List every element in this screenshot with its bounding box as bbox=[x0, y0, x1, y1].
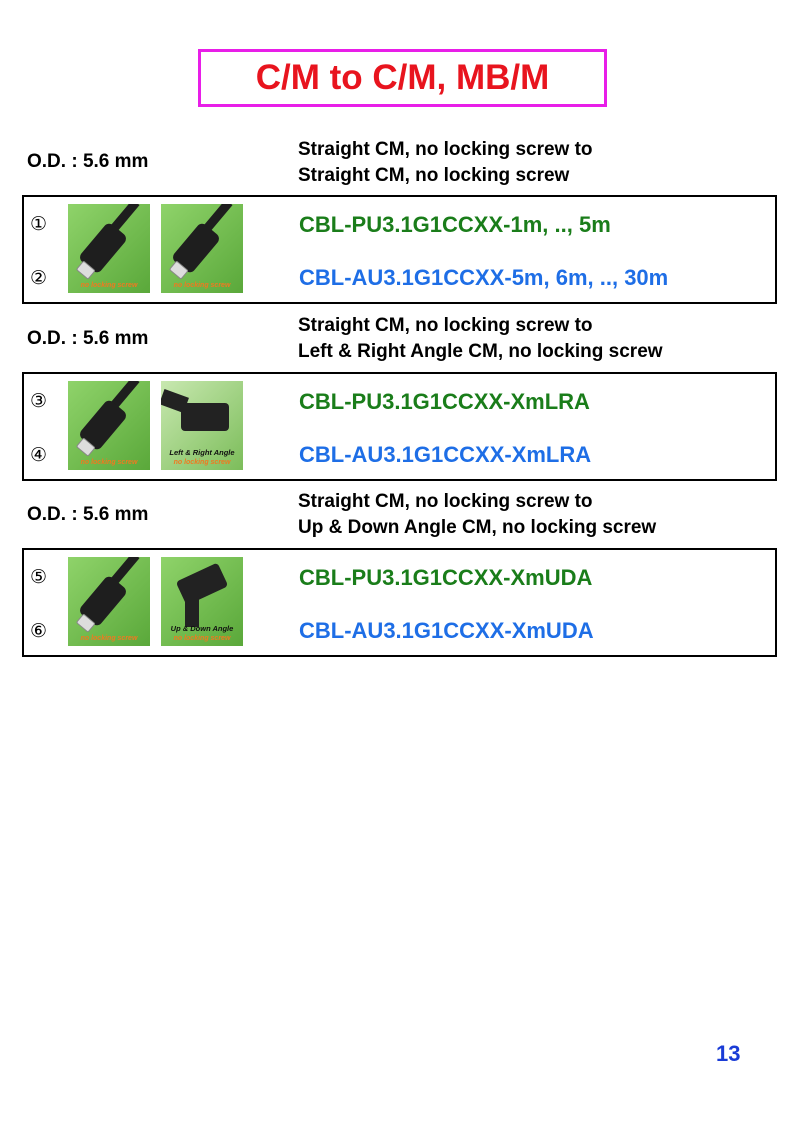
outer-diameter-label: O.D. : 5.6 mm bbox=[27, 328, 149, 349]
straight-connector-image: no locking screw bbox=[68, 381, 150, 470]
image-title: Up & Down Angle bbox=[170, 624, 234, 633]
part-code: CBL-PU3.1G1CCXX-XmUDA bbox=[299, 565, 593, 590]
image-caption: no locking screw bbox=[173, 635, 231, 642]
description-line: Straight CM, no locking screw to bbox=[298, 139, 593, 160]
product-box: ① ② no locking screw no locking screw CB… bbox=[22, 195, 777, 304]
item-number: ② bbox=[30, 267, 48, 289]
right-angle-connector-image: Left & Right Angle no locking screw bbox=[161, 381, 243, 470]
straight-connector-image: no locking screw bbox=[161, 204, 243, 293]
description-line: Left & Right Angle CM, no locking screw bbox=[298, 341, 663, 362]
image-caption: no locking screw bbox=[80, 282, 138, 289]
page-title: C/M to C/M, MB/M bbox=[198, 49, 607, 107]
product-box: ⑤ ⑥ no locking screw Up & Down Angle no l… bbox=[22, 548, 777, 657]
part-code: CBL-AU3.1G1CCXX-XmUDA bbox=[299, 618, 594, 643]
section-description: Straight CM, no locking screw to Up & Do… bbox=[298, 489, 656, 541]
image-title: Left & Right Angle bbox=[169, 448, 235, 457]
item-number: ① bbox=[30, 213, 48, 235]
outer-diameter-label: O.D. : 5.6 mm bbox=[27, 151, 149, 172]
outer-diameter-label: O.D. : 5.6 mm bbox=[27, 504, 149, 525]
item-number: ④ bbox=[30, 444, 48, 466]
straight-connector-image: no locking screw bbox=[68, 557, 150, 646]
up-down-angle-connector-image: Up & Down Angle no locking screw bbox=[161, 557, 243, 646]
image-caption: no locking screw bbox=[80, 635, 138, 642]
description-line: Straight CM, no locking screw bbox=[298, 165, 570, 186]
item-number: ⑤ bbox=[30, 566, 48, 588]
page-number: 13 bbox=[716, 1041, 741, 1066]
part-code: CBL-AU3.1G1CCXX-XmLRA bbox=[299, 442, 592, 467]
straight-connector-image: no locking screw bbox=[68, 204, 150, 293]
section-description: Straight CM, no locking screw to Left & … bbox=[298, 313, 663, 365]
description-line: Straight CM, no locking screw to bbox=[298, 315, 593, 336]
part-code: CBL-AU3.1G1CCXX-5m, 6m, .., 30m bbox=[299, 265, 669, 290]
section-description: Straight CM, no locking screw to Straigh… bbox=[298, 137, 593, 189]
item-number: ⑥ bbox=[30, 620, 48, 642]
image-caption: no locking screw bbox=[80, 459, 138, 466]
part-code: CBL-PU3.1G1CCXX-1m, .., 5m bbox=[299, 212, 611, 237]
description-line: Straight CM, no locking screw to bbox=[298, 491, 593, 512]
item-number: ③ bbox=[30, 390, 48, 412]
image-caption: no locking screw bbox=[173, 282, 231, 289]
image-caption: no locking screw bbox=[173, 459, 231, 466]
description-line: Up & Down Angle CM, no locking screw bbox=[298, 517, 657, 538]
part-code: CBL-PU3.1G1CCXX-XmLRA bbox=[299, 389, 590, 414]
product-box: ③ ④ no locking screw Left & Right Angle n… bbox=[22, 372, 777, 481]
